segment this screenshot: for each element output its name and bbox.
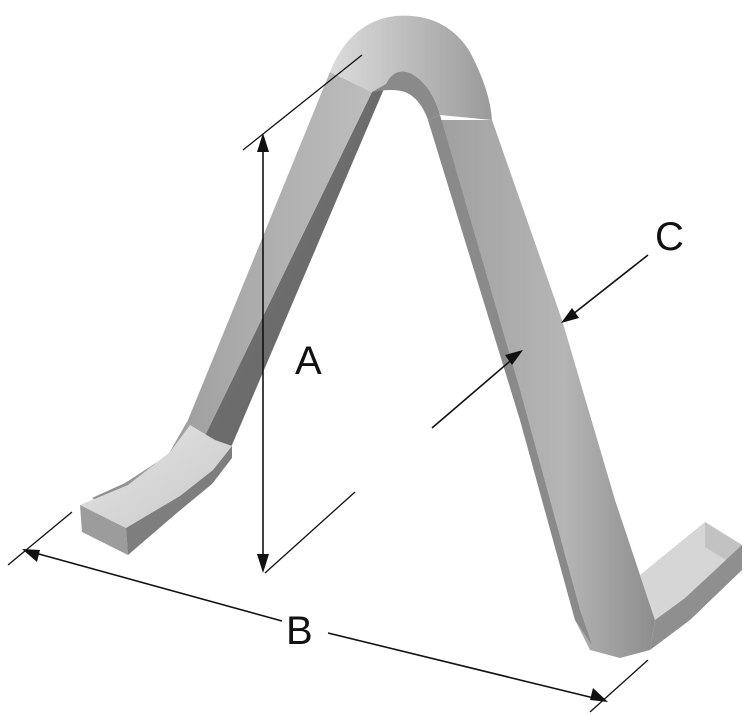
dimension-c-label: C <box>655 215 684 259</box>
dimension-a-label: A <box>295 339 322 383</box>
top-bend-inner-edge <box>372 71 440 120</box>
dimension-b-line-left <box>27 550 283 622</box>
dimension-b-right-arrow <box>590 688 608 702</box>
dimension-a-label-backdrop <box>290 336 342 380</box>
dimension-b-left-arrow <box>22 549 40 562</box>
right-foot-front-face <box>650 545 742 650</box>
dimension-c-outer-line <box>567 254 649 319</box>
dimension-b-right-extension <box>589 659 649 713</box>
left-leg-front-face <box>92 72 372 508</box>
dimension-a-bottom-arrow <box>257 554 269 573</box>
dimension-b-left-extension <box>7 511 73 566</box>
dimension-c-inner-line <box>431 355 517 429</box>
dimension-a-bottom-extension <box>264 491 356 574</box>
top-bend-face <box>330 15 492 120</box>
dimension-b-line-right <box>327 632 603 701</box>
right-leg-side-face <box>428 115 592 645</box>
dimension-b-label: B <box>286 609 313 653</box>
right-leg-front-face <box>428 120 655 658</box>
left-leg-side-face <box>200 84 386 467</box>
left-foot-end-face <box>80 505 128 555</box>
left-foot-front-face <box>126 446 232 555</box>
dimension-c-inner-arrow <box>505 350 523 365</box>
left-foot-top-face <box>80 425 232 528</box>
dimension-a-top-arrow <box>257 133 269 152</box>
dimension-c-outer-arrow <box>561 308 579 323</box>
